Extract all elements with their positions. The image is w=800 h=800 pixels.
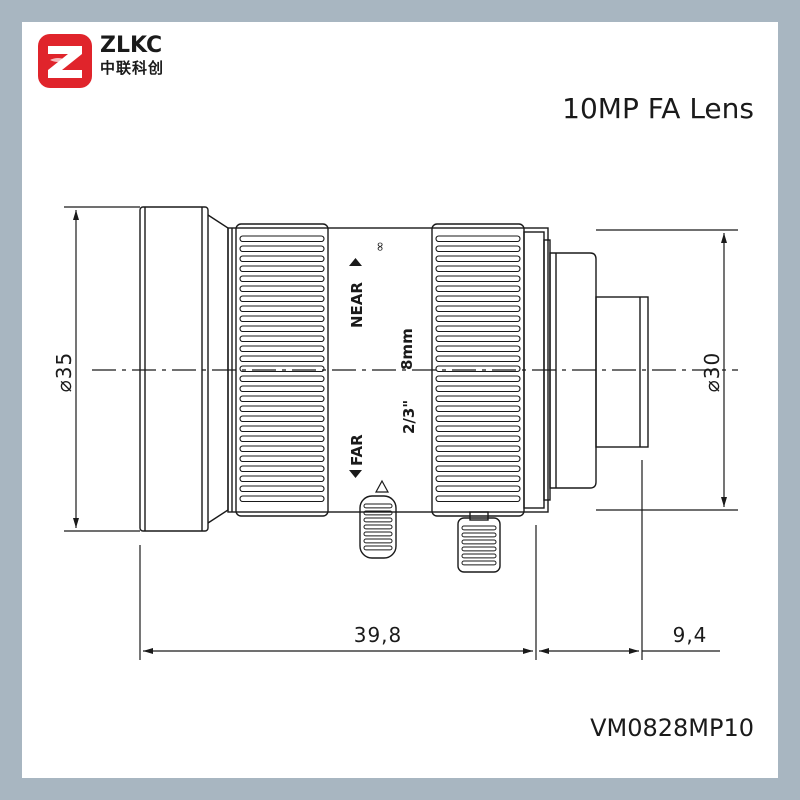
knurl-ridge — [239, 235, 325, 243]
focal-length-marking: 8mm — [398, 328, 416, 370]
knurl-ridge — [239, 445, 325, 453]
knurl-ridge — [363, 517, 393, 523]
near-arrow-icon — [349, 258, 362, 266]
knurl-ridge — [435, 355, 521, 363]
knurl-ridge — [363, 531, 393, 537]
knurl-ridge — [435, 345, 521, 353]
knurl-ridge — [435, 405, 521, 413]
far-marking: FAR — [348, 434, 366, 466]
knurl-ridge — [363, 545, 393, 551]
drawing-sheet: ZLKC 中联科创 10MP FA Lens — [22, 22, 778, 778]
knurl-ridge — [239, 395, 325, 403]
brand: ZLKC 中联科创 — [100, 33, 165, 78]
knurl-ridge — [435, 415, 521, 423]
knurl-ridge — [435, 245, 521, 253]
knurl-ridge — [435, 395, 521, 403]
body-length-label: 39,8 — [354, 623, 403, 647]
sensor-format-marking: 2/3" — [400, 400, 418, 434]
knurl-ridge — [435, 375, 521, 383]
knurl-ridge — [435, 275, 521, 283]
lens-technical-drawing: NEAR FAR ∞ 8mm 2/3" ⌀35 ⌀30 — [52, 206, 738, 660]
knurl-ridge — [239, 405, 325, 413]
knurl-ridge — [239, 355, 325, 363]
knurl-ridge — [435, 305, 521, 313]
knurl-ridge — [239, 465, 325, 473]
knurl-ridge — [239, 475, 325, 483]
knurl-ridge — [363, 538, 393, 544]
front-diameter-label: ⌀35 — [52, 352, 76, 393]
knurl-ridge — [239, 245, 325, 253]
knurl-ridge — [461, 553, 497, 559]
knurl-ridge — [461, 532, 497, 538]
back-length-label: 9,4 — [673, 623, 708, 647]
far-arrow-icon — [349, 470, 362, 478]
model-number: VM0828MP10 — [590, 714, 754, 742]
knurl-ridge — [461, 539, 497, 545]
rear-mount — [549, 252, 597, 489]
knurl-ridge — [239, 255, 325, 263]
product-title: 10MP FA Lens — [562, 92, 754, 125]
knurl-ridge — [239, 345, 325, 353]
knurl-ridge — [363, 524, 393, 530]
knurl-ridge — [239, 375, 325, 383]
knurl-ridge — [435, 475, 521, 483]
knurl-ridge — [239, 495, 325, 503]
knurl-ridge — [435, 325, 521, 333]
front-hood — [139, 206, 209, 532]
knurl-ridge — [435, 365, 521, 373]
knurl-ridge — [239, 275, 325, 283]
knurl-ridge — [363, 503, 393, 509]
knurl-ridge — [435, 435, 521, 443]
knurl-ridge — [461, 560, 497, 566]
knurl-ridge — [239, 485, 325, 493]
knurl-ridge — [239, 455, 325, 463]
rear-diameter-label: ⌀30 — [700, 352, 724, 393]
brand-name: ZLKC — [100, 33, 163, 58]
knurl-ridge — [435, 445, 521, 453]
focus-lock-screw — [359, 495, 397, 559]
near-marking: NEAR — [348, 282, 366, 328]
knurl-ridge — [239, 425, 325, 433]
knurl-ridge — [239, 305, 325, 313]
knurl-ridge — [435, 255, 521, 263]
knurl-ridge — [435, 265, 521, 273]
knurl-ridge — [239, 315, 325, 323]
knurl-ridge — [435, 495, 521, 503]
knurl-ridge — [435, 465, 521, 473]
knurl-ridge — [239, 385, 325, 393]
brand-name-cn: 中联科创 — [100, 59, 165, 77]
knurl-ridge — [435, 285, 521, 293]
knurl-ridge — [435, 385, 521, 393]
knurl-ridge — [435, 315, 521, 323]
knurl-ridge — [239, 335, 325, 343]
knurl-ridge — [363, 510, 393, 516]
knurl-ridge — [239, 265, 325, 273]
knurl-ridge — [435, 485, 521, 493]
knurl-ridge — [435, 335, 521, 343]
knurl-ridge — [239, 365, 325, 373]
knurl-ridge — [435, 425, 521, 433]
index-marker-icon — [374, 479, 390, 493]
knurl-ridge — [239, 325, 325, 333]
zlkc-logo-icon — [38, 34, 92, 88]
knurl-ridge — [435, 295, 521, 303]
knurl-ridge — [239, 415, 325, 423]
infinity-marking: ∞ — [373, 241, 388, 252]
knurl-ridge — [239, 285, 325, 293]
knurl-ridge — [461, 546, 497, 552]
knurl-ridge — [461, 525, 497, 531]
knurl-ridge — [435, 455, 521, 463]
knurl-ridge — [435, 235, 521, 243]
knurl-ridge — [239, 295, 325, 303]
iris-lock-screw — [457, 517, 501, 573]
knurl-ridge — [239, 435, 325, 443]
